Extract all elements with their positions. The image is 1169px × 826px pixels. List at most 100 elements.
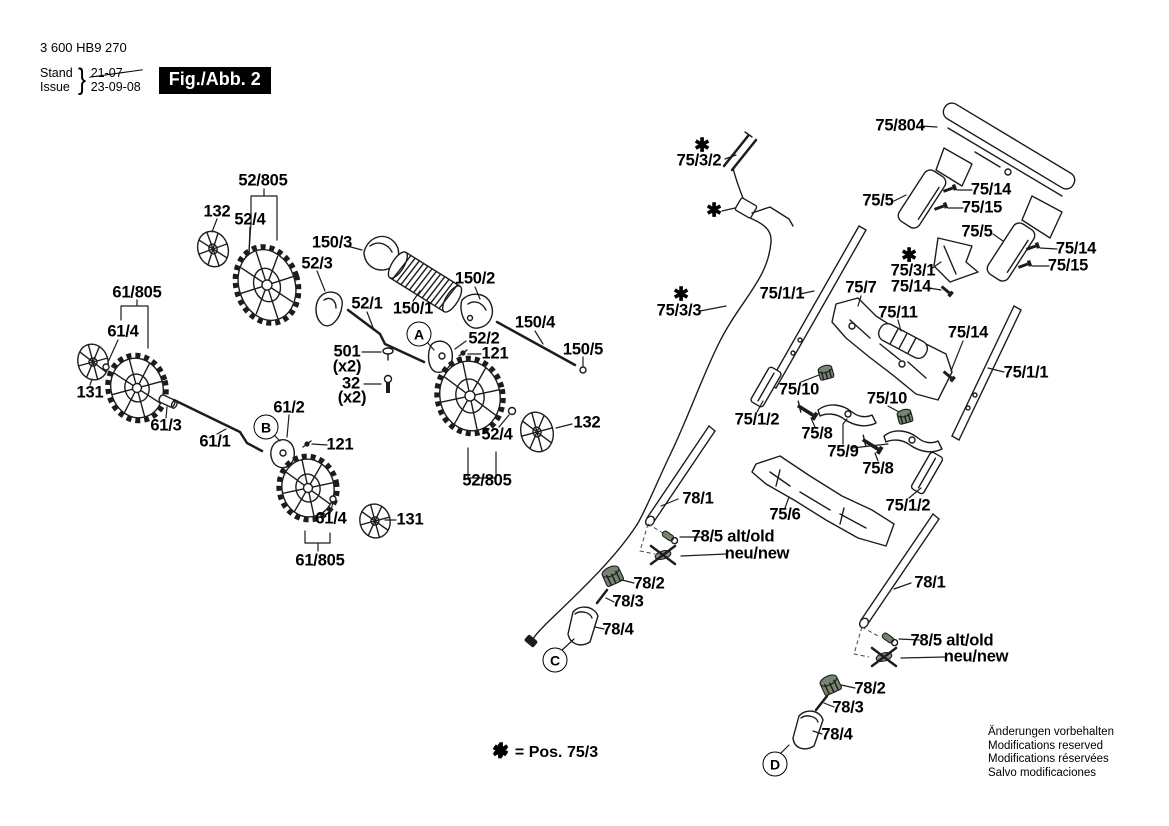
- pin-78-3-right: [814, 694, 829, 712]
- hubcap-131-left: [77, 343, 109, 381]
- screw-75-8-upper: [796, 400, 819, 421]
- grip-pad-75-5-right: [986, 222, 1036, 282]
- part-callout-75-14: 75/14: [1055, 239, 1097, 258]
- star-marker: ✱: [901, 245, 917, 267]
- grip-pad-75-5-left: [897, 169, 947, 229]
- part-callout-neu-new: neu/new: [724, 544, 790, 563]
- wheel-52-805-bottom: [434, 355, 506, 437]
- star-marker: ✱: [493, 740, 509, 762]
- part-callout-78-3: 78/3: [832, 698, 864, 717]
- tube-78-1-left: [644, 425, 716, 527]
- ring-150-5: [579, 366, 587, 374]
- part-callout-132: 132: [573, 413, 601, 432]
- part-callout-150-4: 150/4: [514, 313, 556, 332]
- part-callout-32: 32: [342, 374, 360, 393]
- screw-75-8-lower: [861, 434, 884, 455]
- star-marker: ✱: [694, 135, 710, 157]
- rod-61-1: [172, 398, 264, 453]
- part-callout-78-2: 78/2: [633, 574, 665, 593]
- knob-78-2-right: [819, 674, 843, 697]
- part-callout-75-8: 75/8: [801, 424, 833, 443]
- legend-text: = Pos. 75/3: [514, 743, 599, 761]
- pin-78-5-left-new-crossed: [649, 544, 677, 566]
- stand-label: Stand: [40, 66, 73, 80]
- guard-52-3: [315, 291, 343, 327]
- bar-75-11: [877, 322, 929, 360]
- part-callout-78-1: 78/1: [914, 573, 946, 592]
- part-callout-75-3-1: 75/3/1: [890, 261, 936, 280]
- part-callout-61-2: 61/2: [273, 398, 305, 417]
- figure-label: Fig./Abb. 2: [158, 66, 271, 94]
- part-callout-x2: (x2): [337, 388, 367, 407]
- part-callout-75-7: 75/7: [845, 278, 877, 297]
- star-marker: ✱: [673, 284, 689, 306]
- frame-75-6: [751, 455, 895, 547]
- part-callout-150-3: 150/3: [311, 233, 353, 252]
- part-callout-75-6: 75/6: [769, 505, 801, 524]
- part-callout-52-3: 52/3: [301, 254, 333, 273]
- pin-78-5-right-old: [881, 632, 899, 647]
- part-callout-61-805: 61/805: [112, 283, 162, 302]
- part-callout-150-2: 150/2: [454, 269, 496, 288]
- part-callout-78-5-alt-old: 78/5 alt/old: [910, 631, 994, 650]
- sleeve-78-4-left: [567, 606, 599, 646]
- part-callout-61-3: 61/3: [150, 416, 182, 435]
- bolt-75-3-2: [722, 131, 758, 199]
- part-callout-52-805: 52/805: [462, 471, 512, 490]
- part-callout-61-1: 61/1: [199, 432, 231, 451]
- screw-121-top: [458, 349, 468, 357]
- view-marker-c: C: [542, 647, 568, 673]
- part-callout-78-1: 78/1: [682, 489, 714, 508]
- screw-75-14-b: [1025, 241, 1041, 251]
- part-callout-52-4: 52/4: [234, 210, 266, 229]
- part-callout-75-14: 75/14: [970, 180, 1012, 199]
- part-callout-75-1-2: 75/1/2: [734, 410, 780, 429]
- screw-75-14-c: [940, 285, 954, 298]
- spring-150-1: [387, 251, 463, 313]
- revision-brace: }: [77, 63, 86, 96]
- label-brackets: [120, 188, 497, 552]
- part-callout-75-11: 75/11: [878, 303, 918, 322]
- view-marker-d: D: [762, 751, 788, 777]
- issue-label: Issue: [40, 80, 70, 94]
- screw-75-15-b: [1017, 259, 1033, 269]
- lever-75-9-lower: [883, 430, 943, 453]
- footer-line-4: Salvo modificaciones: [988, 766, 1097, 779]
- part-callout-75-3-2: 75/3/2: [676, 151, 722, 170]
- hubcap-132-bottom-right: [520, 411, 554, 453]
- legend-star-symbol: ✱: [492, 742, 508, 763]
- part-callout-131: 131: [76, 383, 104, 402]
- assembly-dashes-left: [639, 523, 664, 555]
- footer-line-3: Modifications réservées: [988, 753, 1109, 765]
- part-callout-52-805: 52/805: [238, 171, 288, 190]
- stand-value-old: 21-07: [91, 66, 141, 80]
- part-callout-501: 501: [333, 342, 361, 361]
- part-callout-75-1-1: 75/1/1: [759, 284, 805, 303]
- part-callout-131: 131: [396, 510, 424, 529]
- axle-pin-61-3: [158, 394, 178, 409]
- part-callout-150-1: 150/1: [392, 299, 434, 318]
- nut-75-10-left: [817, 364, 835, 381]
- legend: ✱ = Pos. 75/3: [492, 741, 598, 764]
- part-callout-132: 132: [203, 202, 231, 221]
- cable-connector: [734, 197, 758, 219]
- lever-52-2: [427, 340, 453, 373]
- screw-75-14-a: [942, 183, 958, 193]
- part-callout-75-9: 75/9: [827, 442, 859, 461]
- washer-501: [382, 347, 394, 361]
- boot-75-3-1: [933, 237, 979, 283]
- pin-78-5-left-old: [661, 530, 679, 545]
- part-callout-121: 121: [326, 435, 354, 454]
- lever-75-9-upper: [817, 404, 877, 427]
- part-callout-150-5: 150/5: [562, 340, 604, 359]
- tube-78-1-right: [858, 513, 940, 629]
- wheel-61-805-bottom: [276, 453, 340, 523]
- part-number: 3 600 HB9 270: [40, 40, 127, 55]
- screw-32: [383, 374, 393, 393]
- part-callout-121: 121: [481, 344, 509, 363]
- pin-78-5-right-new-crossed: [870, 646, 898, 668]
- switch-cable: [524, 206, 794, 648]
- part-callout-78-4: 78/4: [821, 725, 853, 744]
- tube-75-1-1-right: [951, 305, 1022, 441]
